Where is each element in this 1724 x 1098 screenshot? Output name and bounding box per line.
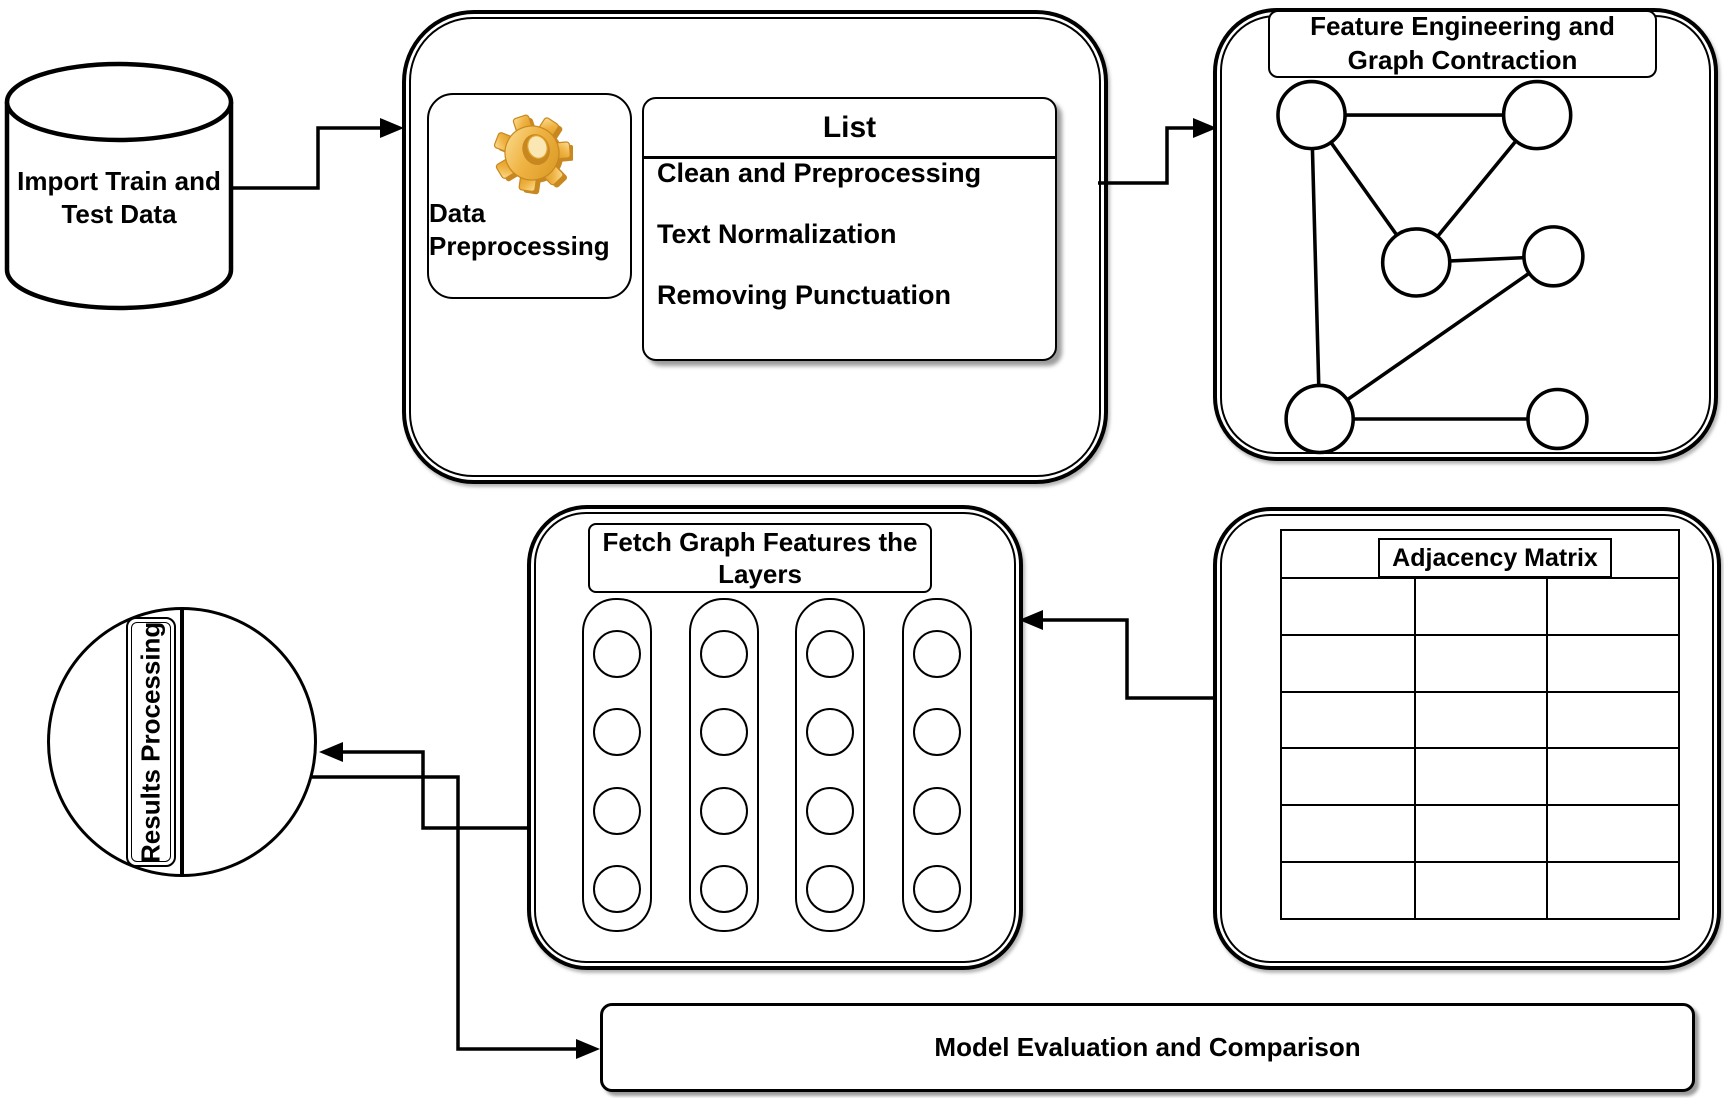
arrowhead bbox=[380, 118, 404, 138]
neuron-circle bbox=[806, 864, 855, 913]
graph-node bbox=[1522, 225, 1585, 288]
layer-column bbox=[795, 598, 866, 932]
preprocessing-container: Data Preprocessing List Clean and Prepro… bbox=[402, 10, 1108, 484]
adjacency-cell bbox=[1282, 747, 1414, 804]
graph-node bbox=[1526, 387, 1589, 451]
adjacency-cell bbox=[1414, 577, 1546, 634]
adjacency-cell bbox=[1546, 861, 1678, 918]
neuron-circle bbox=[699, 708, 748, 757]
neuron-circle bbox=[699, 630, 748, 678]
adjacency-cell bbox=[1282, 861, 1414, 918]
results-processing-circle: Results Processing bbox=[47, 607, 317, 877]
neuron-circle bbox=[912, 864, 961, 913]
neuron-circle bbox=[699, 864, 748, 913]
neuron-circle bbox=[806, 786, 855, 835]
arrowhead bbox=[576, 1039, 600, 1059]
import-data-label: Import Train and Test Data bbox=[17, 166, 221, 229]
adjacency-cell bbox=[1546, 690, 1678, 748]
gear-icon bbox=[493, 114, 573, 195]
adjacency-matrix-title: Adjacency Matrix bbox=[1378, 538, 1612, 578]
adjacency-matrix-container: Adjacency Matrix bbox=[1213, 507, 1721, 970]
adjacency-cell bbox=[1546, 747, 1678, 805]
neuron-circle bbox=[912, 708, 961, 757]
adjacency-cell bbox=[1414, 804, 1546, 862]
fetch-layers bbox=[582, 598, 972, 932]
adjacency-cell bbox=[1546, 633, 1678, 691]
adjacency-cell bbox=[1282, 633, 1414, 691]
neuron-circle bbox=[593, 864, 641, 913]
arrow-preprocessing-to-feature-engineering bbox=[1098, 126, 1196, 185]
layer-column bbox=[688, 598, 759, 932]
feature-engineering-container: Feature Engineering and Graph Contractio… bbox=[1213, 8, 1718, 461]
contracted-graph bbox=[1276, 79, 1589, 455]
list-item: Clean and Preprocessing bbox=[657, 157, 982, 188]
list-box: List Clean and Preprocessing Text Normal… bbox=[642, 97, 1057, 361]
graph-node bbox=[1276, 79, 1347, 151]
list-item: Text Normalization bbox=[657, 218, 897, 249]
neuron-circle bbox=[593, 786, 641, 835]
adjacency-cell bbox=[1546, 804, 1678, 862]
neuron-circle bbox=[806, 630, 855, 678]
graph-node bbox=[1501, 79, 1573, 151]
adjacency-cell bbox=[1414, 747, 1546, 805]
adjacency-cell bbox=[1282, 690, 1414, 748]
arrow-fetch-to-results bbox=[341, 750, 527, 830]
adjacency-cell bbox=[1414, 690, 1546, 748]
data-preprocessing-box: Data Preprocessing bbox=[427, 93, 632, 299]
arrow-adjacency-to-fetch bbox=[1041, 618, 1215, 700]
list-title: List bbox=[644, 99, 1055, 159]
model-evaluation-box: Model Evaluation and Comparison bbox=[600, 1003, 1695, 1092]
adjacency-cell bbox=[1282, 577, 1414, 634]
neuron-circle bbox=[912, 630, 961, 678]
neuron-circle bbox=[699, 786, 748, 835]
neuron-circle bbox=[593, 630, 641, 678]
layer-column bbox=[901, 598, 972, 932]
results-processing-label: Results Processing bbox=[126, 617, 176, 867]
arrow-import-to-preprocessing bbox=[230, 126, 382, 190]
neuron-circle bbox=[806, 708, 855, 757]
graph-node bbox=[1284, 383, 1355, 455]
data-preprocessing-label: Data Preprocessing bbox=[429, 198, 610, 261]
database-cylinder-icon bbox=[4, 61, 234, 311]
fetch-features-title: Fetch Graph Features the Layers bbox=[588, 523, 932, 593]
graph-node bbox=[1380, 227, 1452, 298]
adjacency-cell bbox=[1414, 861, 1546, 918]
circle-chord-line bbox=[180, 610, 184, 874]
adjacency-table bbox=[1280, 529, 1680, 920]
list-item: Removing Punctuation bbox=[657, 279, 952, 310]
adjacency-cell bbox=[1546, 577, 1678, 634]
neuron-circle bbox=[912, 786, 961, 835]
fetch-features-container: Fetch Graph Features the Layers bbox=[527, 505, 1023, 970]
layer-column bbox=[582, 598, 652, 932]
adjacency-cell bbox=[1414, 633, 1546, 691]
neuron-circle bbox=[593, 708, 641, 757]
arrowhead bbox=[319, 742, 343, 762]
adjacency-cell bbox=[1282, 804, 1414, 861]
feature-engineering-title: Feature Engineering and Graph Contractio… bbox=[1268, 10, 1657, 78]
